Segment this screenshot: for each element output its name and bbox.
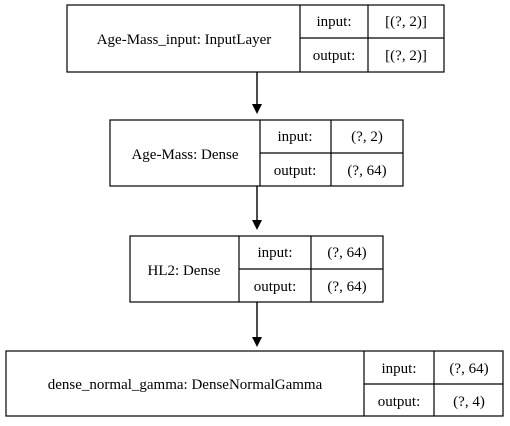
output-shape: (?, 64)	[327, 279, 366, 295]
node-hl2-dense[interactable]: HL2: Dense input: (?, 64) output: (?, 64…	[129, 235, 384, 303]
input-shape: (?, 64)	[449, 361, 488, 377]
output-shape: [(?, 2)]	[385, 48, 427, 64]
input-shape: [(?, 2)]	[385, 14, 427, 30]
output-label: output:	[313, 48, 356, 64]
output-label: output:	[254, 279, 297, 295]
layer-name: Age-Mass: Dense	[131, 147, 238, 163]
input-shape: (?, 2)	[351, 129, 383, 145]
input-label: input:	[381, 361, 416, 377]
node-age-mass-dense[interactable]: Age-Mass: Dense input: (?, 2) output: (?…	[109, 119, 404, 187]
output-shape: (?, 64)	[347, 163, 386, 179]
node-dense-normal-gamma[interactable]: dense_normal_gamma: DenseNormalGamma inp…	[5, 350, 504, 417]
output-label: output:	[378, 394, 421, 410]
layer-name: HL2: Dense	[148, 263, 221, 279]
input-label: input:	[316, 14, 351, 30]
layer-name: dense_normal_gamma: DenseNormalGamma	[48, 377, 323, 393]
output-shape: (?, 4)	[453, 394, 485, 410]
input-label: input:	[277, 129, 312, 145]
layer-name: Age-Mass_input: InputLayer	[97, 32, 272, 48]
input-label: input:	[257, 245, 292, 261]
node-input-layer[interactable]: Age-Mass_input: InputLayer input: [(?, 2…	[66, 4, 445, 73]
input-shape: (?, 64)	[327, 245, 366, 261]
output-label: output:	[274, 163, 317, 179]
